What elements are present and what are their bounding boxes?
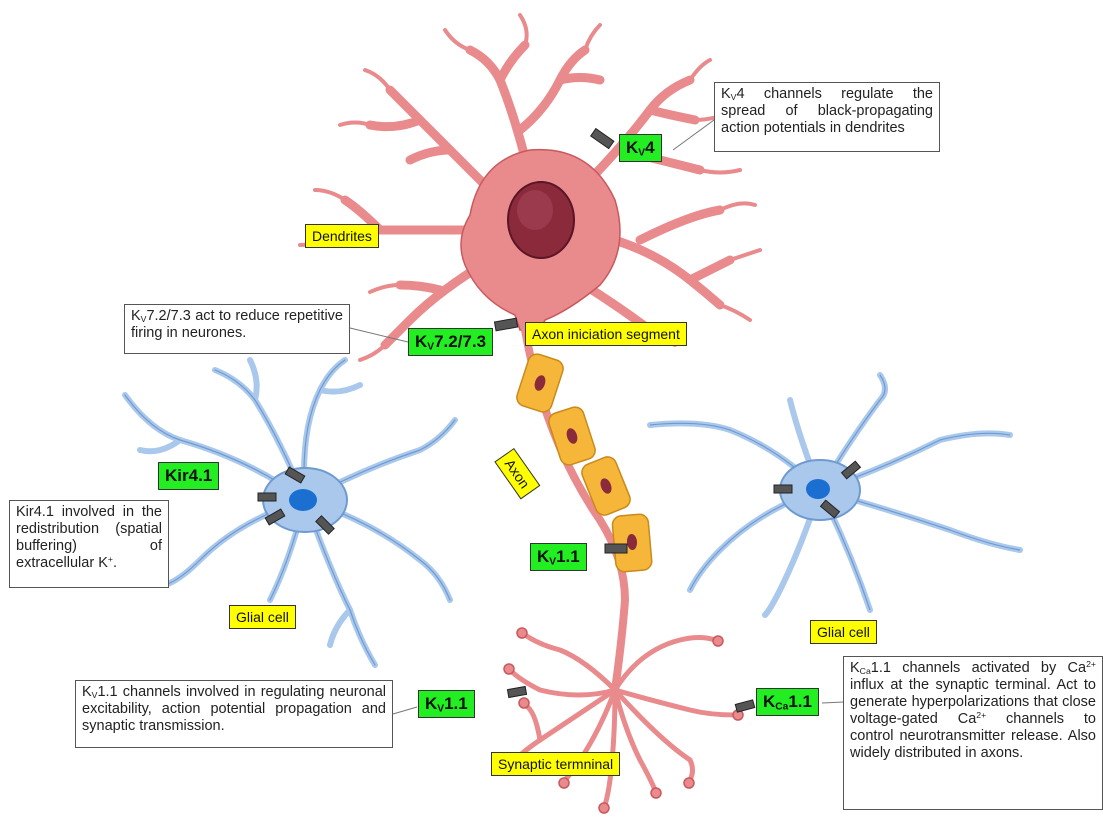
kv11-desc-text: 1.1 channels involved in regulating neur… <box>82 684 386 734</box>
kca11-desc-t1: 1.1 channels activated by Ca <box>871 660 1086 676</box>
kv72-rest: 7.2/7.3 <box>434 332 486 351</box>
kca11-description-box: KCa1.1 channels activated by Ca2+ influx… <box>843 656 1103 810</box>
kv11-term-rest: 1.1 <box>444 694 468 713</box>
kir41-base: Kir4.1 <box>165 466 212 485</box>
kca11-desc-sub: Ca <box>860 666 871 676</box>
kca11-desc-sup1: 2+ <box>1086 659 1096 669</box>
kv72-desc-text: 7.2/7.3 act to reduce repetitive firing … <box>131 308 343 341</box>
axon-initiation-segment-label: Axon iniciation segment <box>525 322 687 346</box>
kv4-base: K <box>626 138 638 157</box>
kir41-desc-text: Kir4.1 involved in the redistribution (s… <box>16 504 162 571</box>
kv11-terminal-channel-label: KV1.1 <box>418 690 475 718</box>
synaptic-terminal-label: Synaptic termninal <box>491 752 620 776</box>
kca11-rest: 1.1 <box>788 692 812 711</box>
kv11-axon-base: K <box>537 547 549 566</box>
kv11-description-box: KV1.1 channels involved in regulating ne… <box>75 680 393 748</box>
kv72-base: K <box>415 332 427 351</box>
kv72-desc-k: K <box>131 308 141 324</box>
kv4-desc-text: 4 channels regulate the spread of black-… <box>721 86 933 136</box>
kca11-base: K <box>763 692 775 711</box>
kv11-axon-channel-label: KV1.1 <box>530 543 587 571</box>
kca11-channel-label: KCa1.1 <box>756 688 819 716</box>
kv4-rest: 4 <box>645 138 654 157</box>
kv72-channel-label: KV7.2/7.3 <box>408 328 493 356</box>
glial-cell-right-label: Glial cell <box>810 620 877 644</box>
glial-cell-left-label: Glial cell <box>229 605 296 629</box>
kv11-term-base: K <box>425 694 437 713</box>
kv4-description-box: KV4 channels regulate the spread of blac… <box>714 82 940 152</box>
kv72-description-box: KV7.2/7.3 act to reduce repetitive firin… <box>124 304 350 354</box>
dendrites-label: Dendrites <box>305 224 379 248</box>
kir41-description-box: Kir4.1 involved in the redistribution (s… <box>9 500 169 588</box>
kv11-axon-rest: 1.1 <box>556 547 580 566</box>
kca11-sub: Ca <box>775 702 788 713</box>
glial-cell-right <box>650 375 1020 615</box>
myelin-sheaths <box>515 352 653 573</box>
kv11-desc-k: K <box>82 684 92 700</box>
kv4-desc-k: K <box>721 86 731 102</box>
kca11-desc-k: K <box>850 660 860 676</box>
kv4-channel-label: KV4 <box>619 134 662 162</box>
kir41-desc-tail: . <box>113 555 117 571</box>
kca11-desc-sup2: 2+ <box>976 710 986 720</box>
kir41-channel-label: Kir4.1 <box>158 462 219 490</box>
